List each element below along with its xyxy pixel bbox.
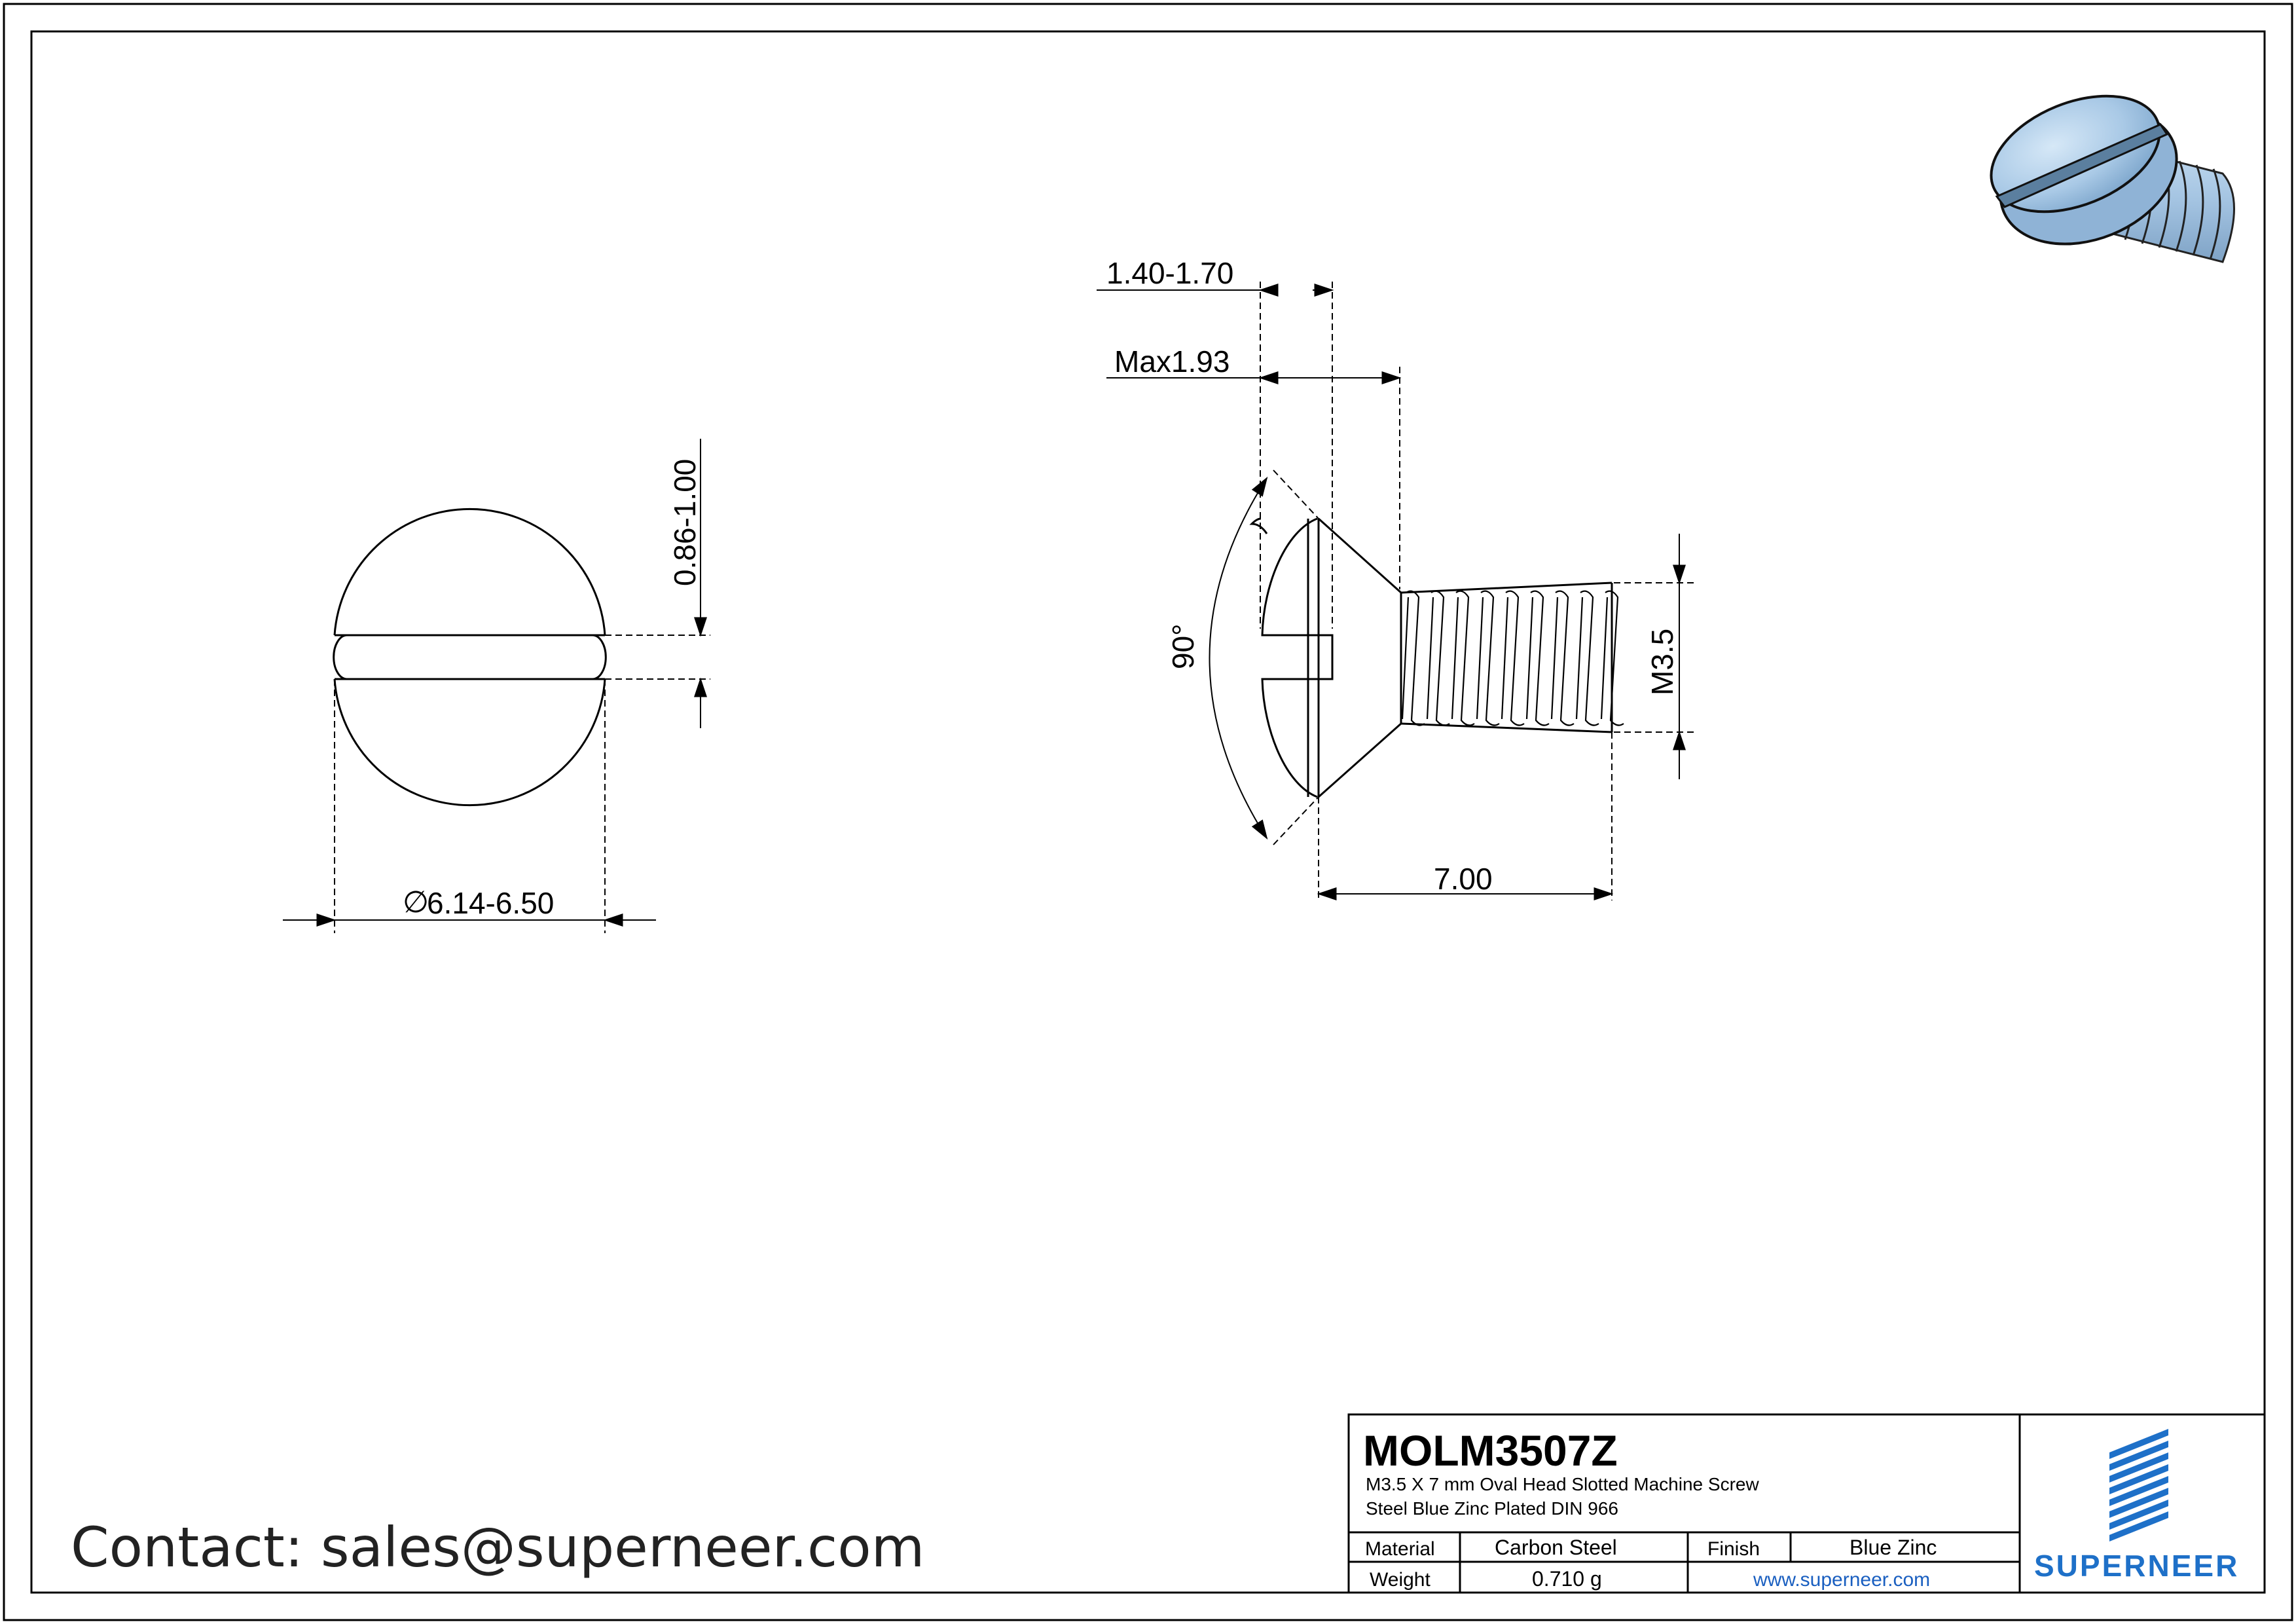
side-view-dimensions bbox=[1097, 282, 1696, 900]
thread-crest bbox=[1530, 590, 1550, 726]
material-label: Material bbox=[1365, 1538, 1435, 1560]
head-cone-lower bbox=[1318, 722, 1402, 798]
thread-root bbox=[1575, 597, 1584, 720]
part-number: MOLM3507Z bbox=[1363, 1426, 1618, 1475]
thread-root bbox=[1525, 597, 1534, 720]
finish-label: Finish bbox=[1707, 1538, 1760, 1560]
thread-crest bbox=[1580, 590, 1599, 726]
head-dome bbox=[1249, 517, 1320, 797]
brand-name: SUPERNEER bbox=[2034, 1549, 2239, 1583]
inner-border bbox=[30, 30, 2266, 1594]
thread-root bbox=[1550, 597, 1559, 720]
render-thread-ring bbox=[2209, 168, 2221, 260]
thread-root bbox=[1501, 597, 1509, 720]
contact-info[interactable]: Contact: sales@superneer.com bbox=[71, 1515, 924, 1579]
thread-root bbox=[1476, 597, 1484, 720]
thread-crest bbox=[1605, 590, 1624, 726]
head-angle-label: 90° bbox=[1166, 623, 1200, 669]
head-height-label: Max1.93 bbox=[1114, 344, 1230, 378]
slot-depth-label: 0.86-1.00 bbox=[668, 459, 702, 586]
thread-crest bbox=[1555, 590, 1575, 726]
head-cone-upper bbox=[1317, 517, 1402, 594]
finish-value: Blue Zinc bbox=[1850, 1536, 1937, 1559]
logo-stripe bbox=[2109, 1452, 2168, 1483]
thread-root bbox=[1451, 597, 1459, 720]
render-thread-ring bbox=[2192, 164, 2204, 256]
thread-size-label: M3.5 bbox=[1645, 629, 1679, 695]
thread-crest bbox=[1505, 590, 1525, 726]
title-block bbox=[1347, 1413, 2266, 1594]
material-value: Carbon Steel bbox=[1495, 1536, 1617, 1559]
render-thread-ring bbox=[2175, 160, 2187, 252]
weight-value: 0.710 g bbox=[1532, 1567, 1602, 1591]
website-link[interactable]: www.superneer.com bbox=[1753, 1569, 1930, 1591]
logo-stripe bbox=[2109, 1500, 2168, 1530]
logo-stripe bbox=[2109, 1488, 2168, 1518]
logo-stripe bbox=[2109, 1429, 2168, 1459]
thread-crest bbox=[1430, 590, 1450, 726]
head-diameter-label: 6.14-6.50 bbox=[427, 886, 554, 920]
weight-label: Weight bbox=[1370, 1569, 1430, 1591]
shank-bottom-edge bbox=[1400, 722, 1613, 733]
logo-stripe bbox=[2109, 1476, 2168, 1506]
length-label: 7.00 bbox=[1434, 862, 1493, 896]
thread-crest bbox=[1480, 590, 1500, 726]
top-view-dimensions bbox=[283, 439, 710, 933]
thread-root bbox=[1426, 597, 1434, 720]
thread-root bbox=[1600, 597, 1609, 720]
head-circle-top-arc bbox=[333, 507, 606, 636]
screw-render-icon bbox=[1990, 94, 2235, 263]
thread-crest bbox=[1406, 590, 1425, 726]
diameter-symbol: ∅ bbox=[403, 885, 429, 919]
top-view bbox=[333, 507, 607, 807]
description-line1: M3.5 X 7 mm Oval Head Slotted Machine Sc… bbox=[1366, 1474, 1759, 1494]
thread-lines bbox=[1401, 590, 1624, 726]
head-circle-bottom-arc bbox=[333, 678, 606, 807]
slot-outline-top bbox=[333, 634, 607, 680]
outer-border bbox=[3, 3, 2293, 1621]
logo-stripe bbox=[2109, 1464, 2168, 1494]
brand-logo-icon bbox=[2109, 1429, 2168, 1541]
head-dome-curve bbox=[1261, 517, 1334, 798]
slot-width-label: 1.40-1.70 bbox=[1106, 256, 1233, 290]
description-line2: Steel Blue Zinc Plated DIN 966 bbox=[1366, 1498, 1618, 1519]
logo-stripe bbox=[2109, 1511, 2168, 1541]
side-view bbox=[1249, 517, 1613, 798]
thread-crest bbox=[1455, 590, 1475, 726]
thread-root bbox=[1401, 597, 1410, 720]
logo-stripe bbox=[2109, 1441, 2168, 1471]
